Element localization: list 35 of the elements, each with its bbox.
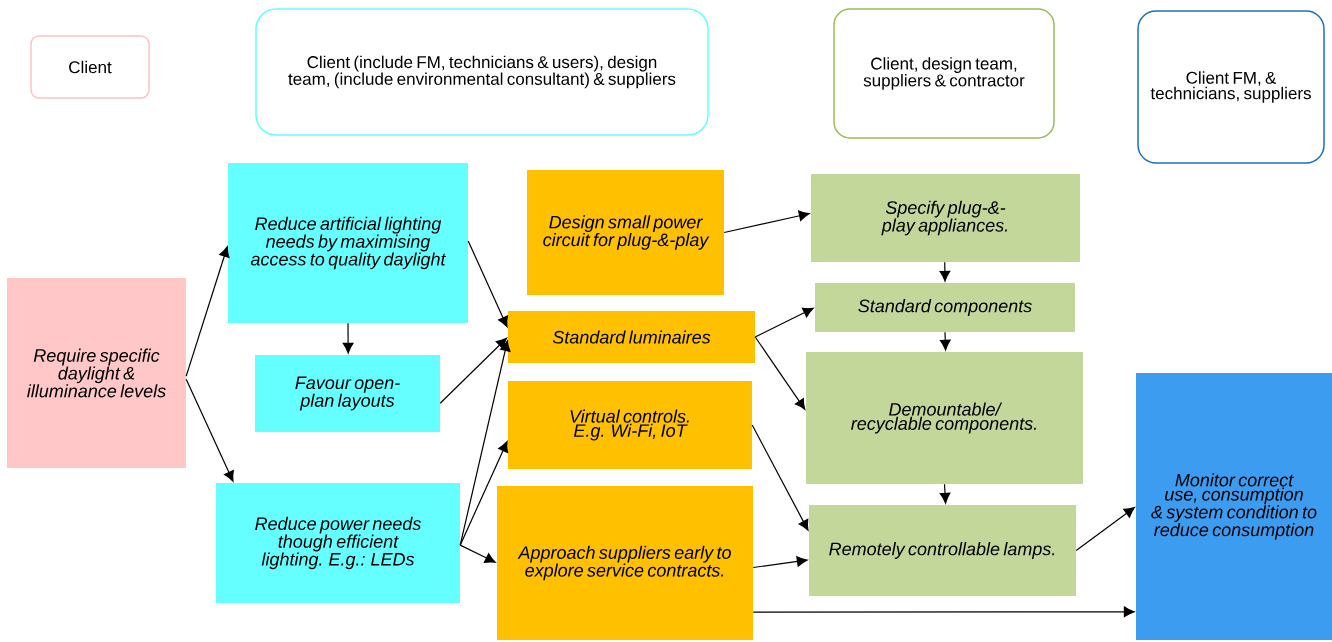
arrow: [1075, 507, 1135, 552]
arrow: [459, 340, 511, 546]
arrow: [342, 322, 354, 354]
arrow: [751, 424, 809, 531]
action-box: Approach suppliers early to explore service contracts.: [497, 486, 753, 640]
action-box: Standard components: [815, 283, 1075, 332]
arrow: [754, 336, 806, 410]
headbox: Client, design team, suppliers & contractor: [833, 8, 1055, 139]
arrow: [723, 210, 810, 234]
arrow: [939, 261, 951, 282]
action-box: Remotely controllable lamps.: [809, 505, 1076, 596]
action-box: Virtual controls. E.g. Wi-Fi, IoT: [508, 381, 752, 469]
strategy-box: Reduce power needs though efficient lighting. E.g.: LEDs: [216, 483, 460, 603]
arrow: [939, 483, 951, 504]
action-box: Monitor correct use, consumption & system condition to reduce consumption: [1136, 373, 1332, 640]
arrow: [754, 307, 814, 338]
arrow: [467, 240, 509, 328]
arrow: [459, 441, 509, 546]
action-box: Specify plug-&-play appliances.: [811, 174, 1080, 262]
arrow: [752, 606, 1135, 618]
arrow: [939, 331, 951, 351]
headbox: Client (include FM, technicians & users), design team, (include environmental consultant) & suppliers: [255, 8, 709, 136]
arrow: [439, 337, 508, 404]
action-box: Standard luminaires: [508, 311, 755, 363]
goal-box: Require specific daylight & illuminance levels: [7, 278, 186, 468]
headbox: Client FM, & technicians, suppliers: [1137, 10, 1325, 164]
strategy-box: Favour open-plan layouts: [255, 355, 440, 432]
arrow: [185, 246, 230, 377]
arrow: [752, 556, 808, 569]
action-box: Demountable/ recyclable components.: [806, 352, 1083, 484]
headbox: Client: [30, 35, 150, 99]
arrow: [459, 544, 496, 563]
arrow: [185, 378, 234, 482]
action-box: Design small power circuit for plug-&-play: [527, 170, 724, 295]
strategy-box: Reduce artificial lighting needs by maximising access to quality daylight: [228, 163, 468, 323]
